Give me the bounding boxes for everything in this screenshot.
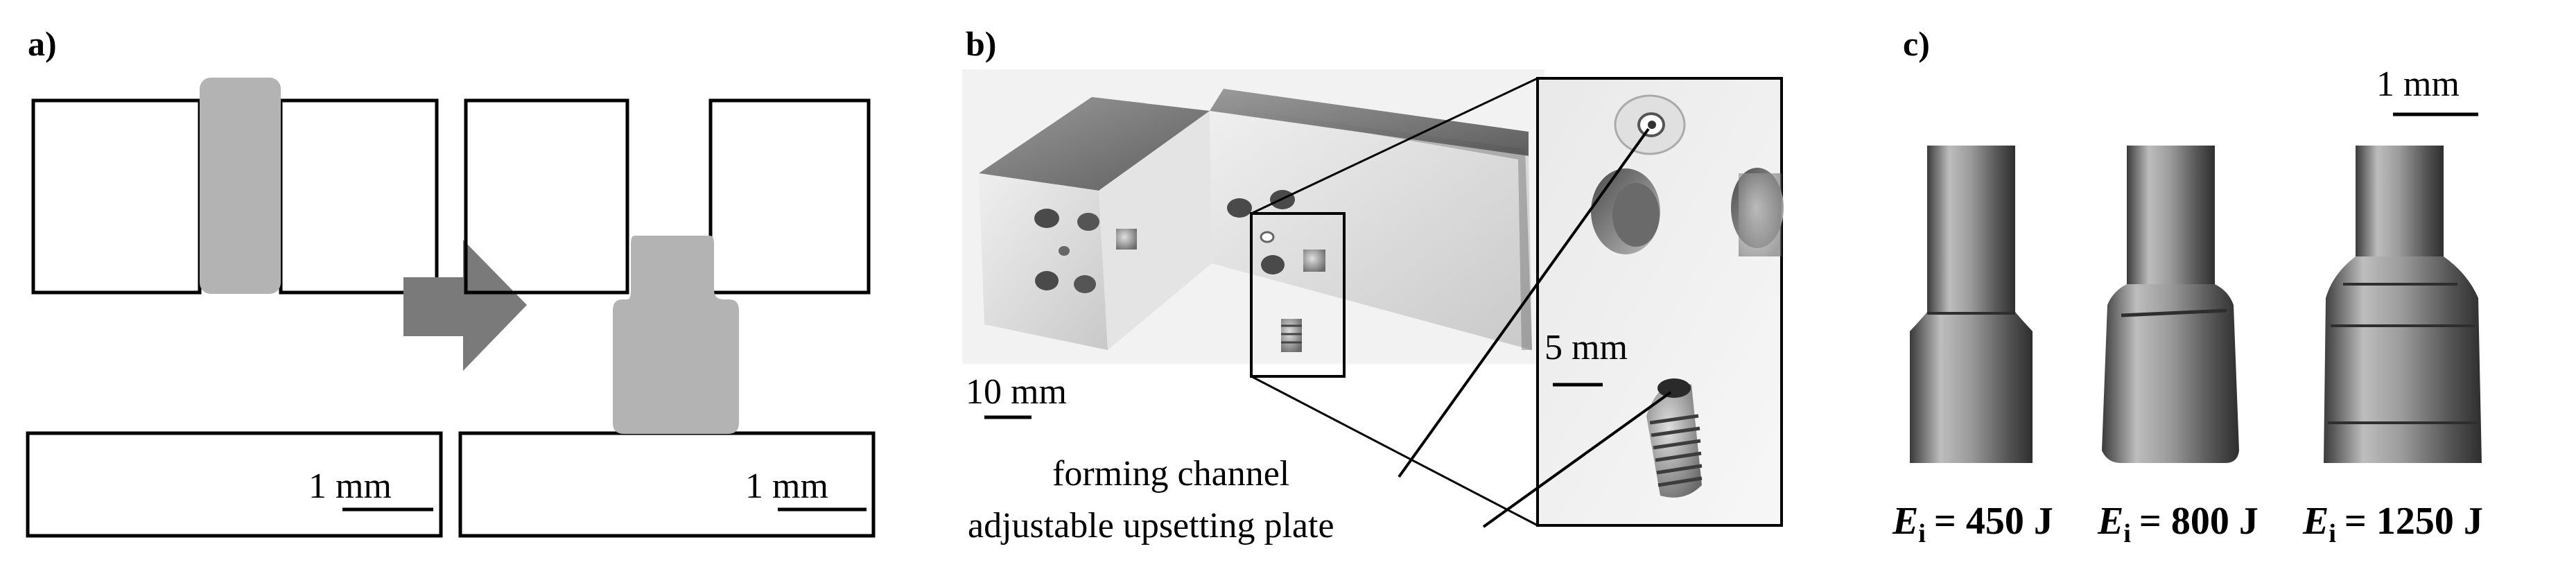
specimen-1250j — [2324, 146, 2482, 463]
tool-left-lower-die — [26, 431, 443, 538]
process-arrow — [403, 240, 527, 371]
specimen-450j — [1910, 146, 2033, 463]
specimen-800j — [2102, 146, 2239, 463]
tool-left-upper-die-right — [279, 98, 439, 295]
panel-c-label: c) — [1903, 24, 1930, 63]
scale-label-c: 1 mm — [2376, 64, 2460, 104]
die-block-right — [1210, 89, 1532, 352]
panel-a: a) 1 mm 1 mm — [26, 24, 876, 538]
panel-a-label: a) — [28, 24, 57, 63]
scale-label-b-main: 10 mm — [966, 372, 1067, 412]
scale-label-a-left: 1 mm — [308, 466, 392, 506]
leader-line-forming-channel — [1398, 128, 1650, 478]
zoom-photo-content — [1591, 94, 1784, 498]
panel-c: c) 1 mm Ei= 450 J Ei= 800 J Ei= — [1892, 24, 2483, 548]
energy-label-450j: Ei= 450 J — [1892, 500, 2053, 548]
zoom-line-bottom — [1251, 375, 1538, 527]
detail-box — [1250, 212, 1346, 378]
zoom-line-top — [1251, 77, 1538, 215]
scale-label-a-right: 1 mm — [745, 466, 828, 506]
energy-label-1250j: Ei= 1250 J — [2302, 500, 2483, 548]
scale-label-b-zoom: 5 mm — [1544, 328, 1628, 367]
specimen-after — [613, 236, 739, 434]
annotation-adjustable-upsetting-plate: adjustable upsetting plate — [968, 506, 1334, 545]
die-block-left — [979, 97, 1212, 350]
tool-left-upper-die-left — [31, 98, 202, 295]
energy-label-800j: Ei= 800 J — [2097, 500, 2259, 548]
annotation-forming-channel: forming channel — [1052, 454, 1289, 494]
tool-right-upper-die-right — [708, 98, 871, 295]
leader-line-upsetting-plate — [1482, 391, 1672, 528]
specimen-before — [200, 78, 281, 294]
tool-right-upper-die-left — [464, 98, 629, 295]
panel-b-label: b) — [966, 24, 996, 63]
panel-b: b) — [962, 24, 1784, 545]
